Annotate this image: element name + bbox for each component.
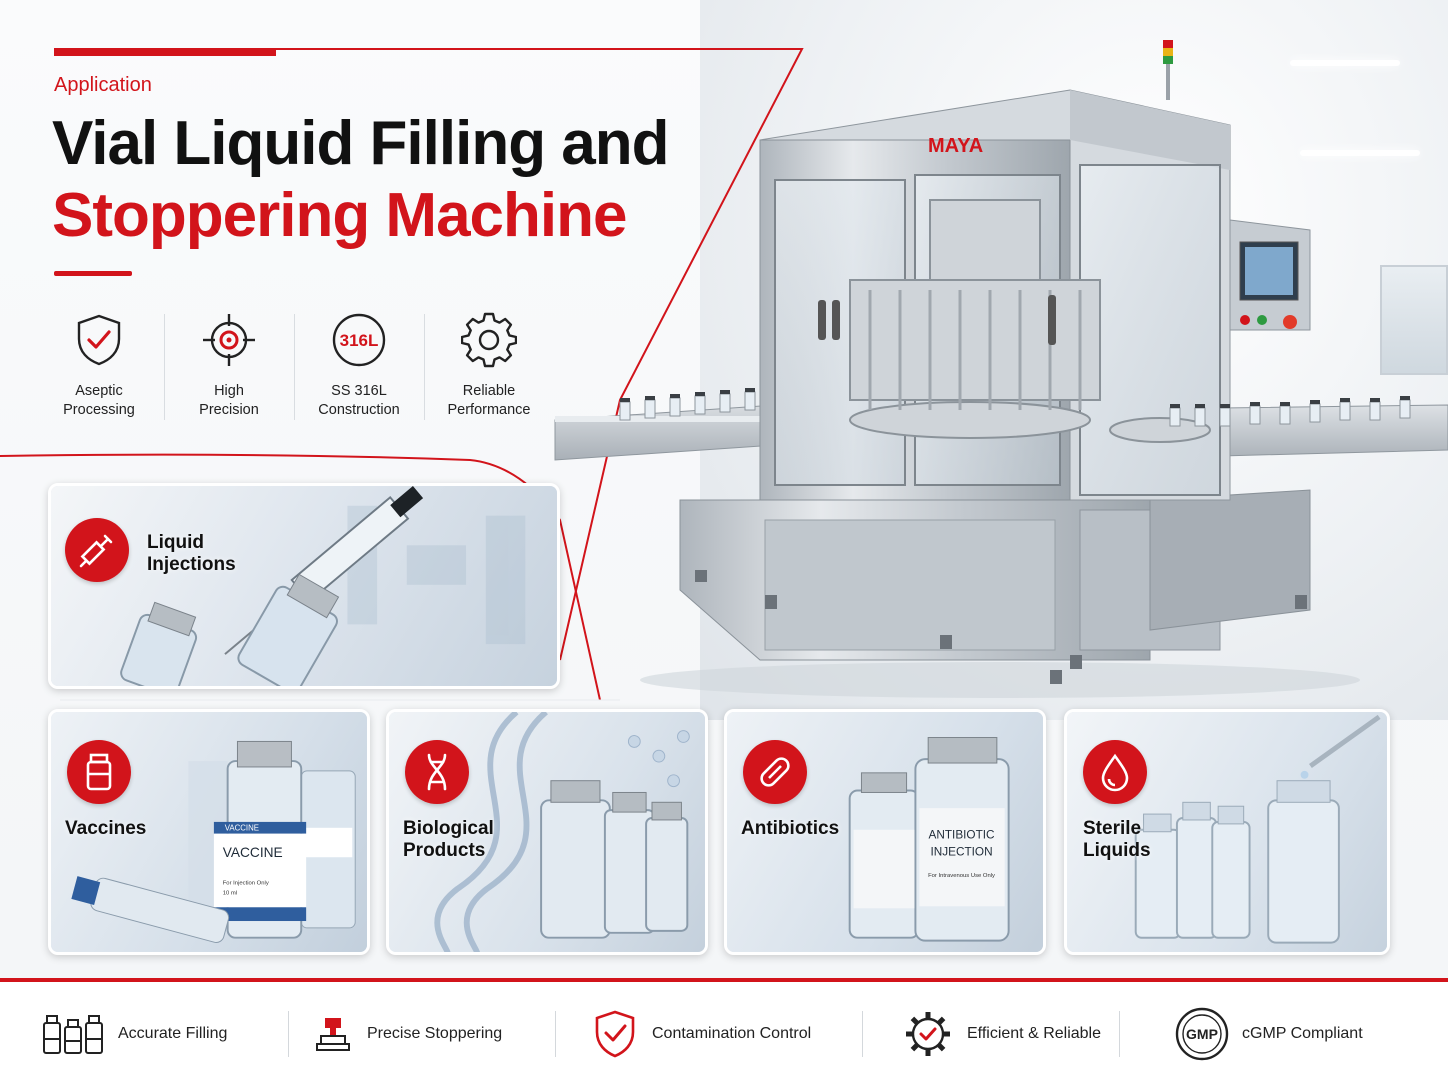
card-antibiotics: ANTIBIOTIC INJECTION For Intravenous Use… <box>724 709 1046 955</box>
vial-sublabel: For Intravenous Use Only <box>928 873 995 879</box>
separator <box>288 1011 289 1057</box>
brand-logo: MAYA <box>928 135 983 157</box>
feature-precision: High Precision <box>164 308 294 426</box>
feature-aseptic: Aseptic Processing <box>34 308 164 426</box>
shield-check-icon <box>590 1006 640 1062</box>
bottom-divider <box>0 978 1448 982</box>
benefit-cgmp-compliant: GMP cGMP Compliant <box>1120 1004 1370 1064</box>
syringe-vial-photo <box>120 486 526 686</box>
eyebrow-label: Application <box>54 74 152 96</box>
feature-label: Construction <box>318 402 400 418</box>
sterile-vials-photo <box>1134 714 1381 944</box>
benefit-label: cGMP Compliant <box>1242 1025 1363 1042</box>
feature-reliable: Reliable Performance <box>424 308 554 426</box>
benefits-bar: Accurate Filling Precise Stoppering <box>0 982 1448 1086</box>
dna-icon <box>405 740 469 804</box>
card-title: Biological <box>403 818 494 839</box>
card-title: Liquids <box>1083 840 1151 861</box>
shield-check-icon <box>71 312 127 368</box>
gmp-seal-icon: GMP <box>1174 1006 1230 1062</box>
feature-label: Processing <box>63 402 135 418</box>
gear-check-icon <box>901 1006 955 1062</box>
benefit-label: Contamination Control <box>652 1025 812 1042</box>
feature-row: Aseptic Processing High Precision <box>34 308 554 426</box>
card-title: Injections <box>147 554 236 575</box>
separator <box>1119 1011 1120 1057</box>
filling-machine-illustration: MAYA <box>554 40 1448 698</box>
title-underline <box>54 271 132 276</box>
card-biological-products: Biological Products <box>386 709 708 955</box>
gear-icon <box>461 312 517 368</box>
card-vaccines: VACCINE VACCINE For Injection Only 10 ml… <box>48 709 370 955</box>
card-title: Liquid <box>147 532 204 553</box>
card-title: Vaccines <box>65 818 147 839</box>
cleanroom-window <box>1380 265 1448 375</box>
feature-label: Reliable <box>462 383 516 399</box>
benefit-label: Precise Stoppering <box>367 1025 503 1042</box>
separator <box>555 1011 556 1057</box>
feature-label: SS 316L <box>331 383 387 399</box>
benefit-label: Accurate Filling <box>118 1025 228 1042</box>
droplet-icon <box>1083 740 1147 804</box>
card-sterile-liquids: Sterile Liquids <box>1064 709 1390 955</box>
benefit-accurate-filling: Accurate Filling <box>40 1004 288 1064</box>
benefit-label: Efficient & Reliable <box>967 1025 1101 1042</box>
badge-text: 316L <box>340 331 379 350</box>
header-red-bar <box>54 48 276 56</box>
vial-label: VACCINE <box>223 845 283 860</box>
dna-vials-photo <box>434 712 690 952</box>
vial-icon <box>67 740 131 804</box>
feature-label: Precision <box>199 402 259 418</box>
stopper-icon <box>311 1006 355 1062</box>
vials-icon <box>40 1006 106 1062</box>
feature-label: Aseptic <box>75 383 123 399</box>
page-title-line1: Vial Liquid Filling and <box>52 109 670 178</box>
antibiotic-vials-photo: ANTIBIOTIC INJECTION For Intravenous Use… <box>848 737 1010 942</box>
benefit-precise-stoppering: Precise Stoppering <box>289 1004 555 1064</box>
target-icon <box>201 312 257 368</box>
feature-label: High <box>214 383 244 399</box>
feature-316l: 316L SS 316L Construction <box>294 308 424 426</box>
vaccine-vials-photo: VACCINE VACCINE For Injection Only 10 ml <box>71 740 356 943</box>
316l-badge-icon: 316L <box>331 312 387 368</box>
separator <box>862 1011 863 1057</box>
vial-label: ANTIBIOTIC <box>929 829 996 842</box>
capsule-icon <box>743 740 807 804</box>
benefit-efficient-reliable: Efficient & Reliable <box>863 1004 1119 1064</box>
vial-volume: 10 ml <box>223 891 237 897</box>
vial-sublabel: For Injection Only <box>223 881 269 887</box>
page-title-line2: Stoppering Machine <box>52 181 627 250</box>
syringe-icon <box>65 518 129 582</box>
ceiling-light <box>1290 60 1400 66</box>
benefit-contamination-control: Contamination Control <box>556 1004 862 1064</box>
card-liquid-injections: Liquid Injections <box>48 483 560 689</box>
seal-text: GMP <box>1186 1026 1218 1042</box>
card-title: Sterile <box>1083 818 1142 839</box>
vial-label: INJECTION <box>930 845 992 858</box>
ceiling-light <box>1300 150 1420 156</box>
feature-label: Performance <box>447 402 531 418</box>
vial-top-label: VACCINE <box>225 824 259 833</box>
card-title: Products <box>403 840 486 861</box>
card-title: Antibiotics <box>741 818 840 839</box>
